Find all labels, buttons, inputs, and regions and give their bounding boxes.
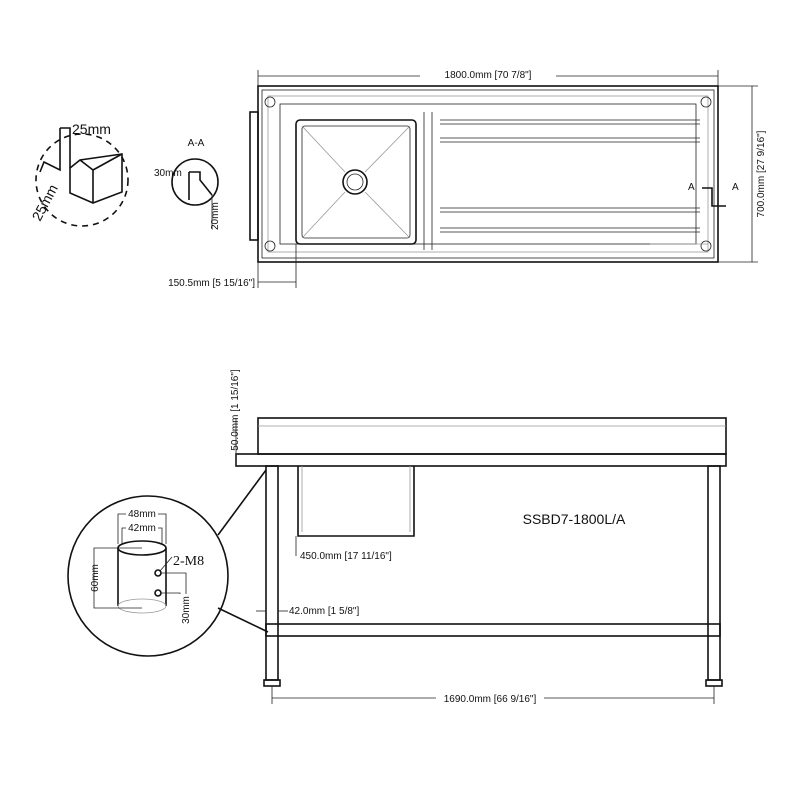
- edge-dim-top: 25mm: [72, 121, 111, 137]
- edge-detail: 25mm 25mm: [29, 121, 129, 227]
- leg-outer-diameter: 48mm: [128, 509, 156, 520]
- section-mark-right: A: [732, 182, 739, 193]
- width-dimension: 1800.0mm [70 7/8"]: [445, 70, 532, 81]
- leg-detail: 48mm 42mm 60mm 2-M8 30mm: [67, 495, 229, 657]
- leg-height: 60mm: [90, 564, 101, 592]
- leg-dimension: 42.0mm [1 5/8"]: [289, 606, 359, 617]
- top-view: 1800.0mm [70 7/8"] A A 700.0mm [27 9/16"…: [168, 68, 767, 289]
- section-mark-left: A: [688, 182, 695, 193]
- section-detail: A-A 30mm 20mm: [154, 138, 221, 230]
- section-dim-width: 30mm: [154, 168, 182, 179]
- leg-inner-diameter: 42mm: [128, 523, 156, 534]
- bowl-dimension: 450.0mm [17 11/16"]: [300, 551, 392, 562]
- section-dim-height: 20mm: [210, 202, 221, 230]
- hole-spacing: 30mm: [181, 596, 192, 624]
- model-number: SSBD7-1800L/A: [523, 511, 626, 527]
- depth-dimension: 700.0mm [27 9/16"]: [756, 130, 767, 217]
- offset-dimension: 150.5mm [5 15/16"]: [168, 278, 255, 289]
- hole-callout: 2-M8: [173, 554, 204, 569]
- front-view: 50.0mm [1 15/16"] 450.0mm [17 11/16"] SS…: [217, 369, 727, 705]
- section-title: A-A: [188, 138, 205, 149]
- splash-dimension: 50.0mm [1 15/16"]: [230, 369, 241, 451]
- leg-span-dimension: 1690.0mm [66 9/16"]: [444, 694, 537, 705]
